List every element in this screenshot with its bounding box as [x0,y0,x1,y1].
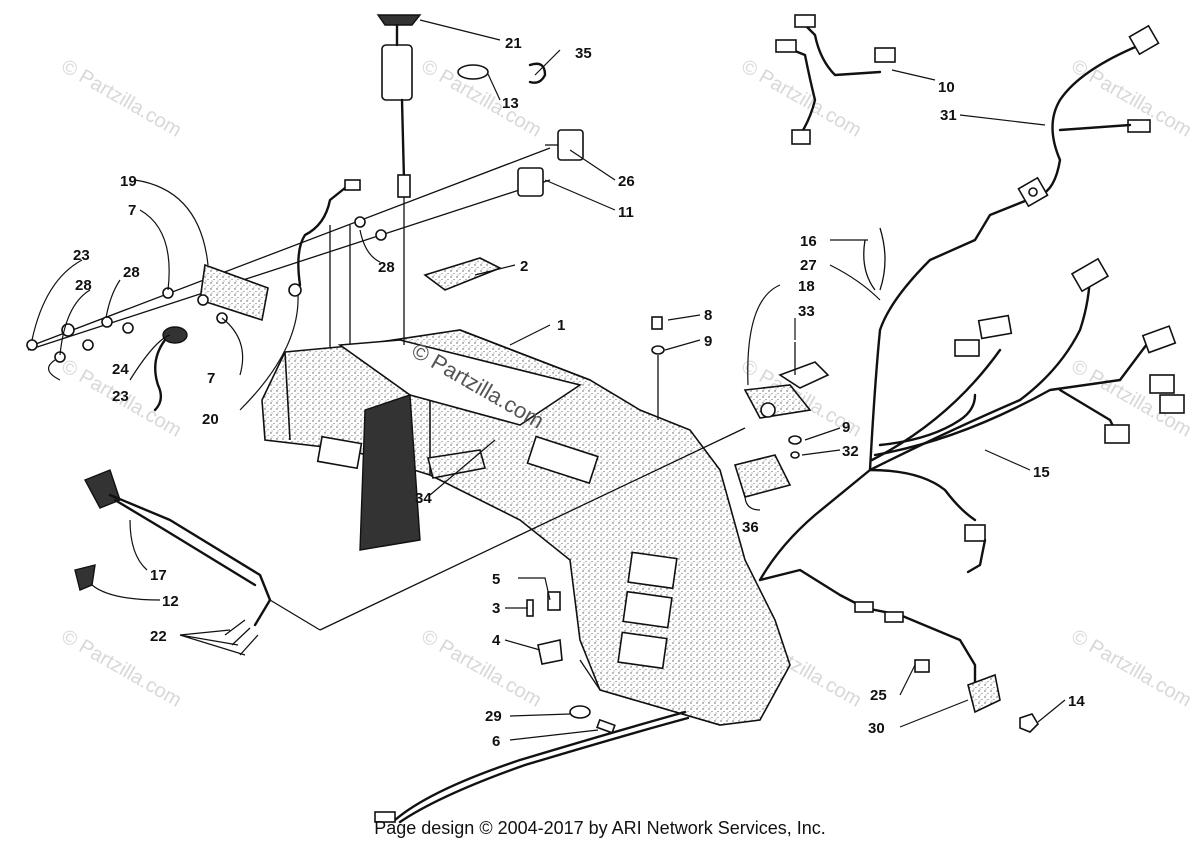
callout-6: 6 [492,733,500,750]
callouts: 21 35 13 26 11 19 7 23 28 28 28 24 7 23 … [73,35,1085,750]
watermark-text: © Partzilla.com [1068,625,1196,711]
key-switch-lead [153,326,188,412]
watermark-text: © Partzilla.com [738,55,866,141]
watermark-text: © Partzilla.com [58,55,186,141]
callout-24: 24 [112,361,129,378]
fastener-hardware [651,316,830,459]
callout-3: 3 [492,600,500,617]
callout-21: 21 [505,35,522,52]
callout-31: 31 [940,107,957,124]
callout-5: 5 [492,571,500,588]
callout-9-top: 9 [704,333,712,350]
callout-15: 15 [1033,464,1050,481]
callout-28-mid: 28 [123,264,140,281]
callout-4: 4 [492,632,501,649]
callout-36: 36 [742,519,759,536]
callout-29: 29 [485,708,502,725]
wiring-harness [758,14,1185,733]
callout-33: 33 [798,303,815,320]
callout-20: 20 [202,411,219,428]
callout-16: 16 [800,233,817,250]
callout-28-left: 28 [75,277,92,294]
lower-cable [374,710,690,824]
decal [427,449,487,479]
callout-35: 35 [575,45,592,62]
callout-13: 13 [502,95,519,112]
callout-23-bottom: 23 [112,388,129,405]
callout-23-top: 23 [73,247,90,264]
callout-14: 14 [1068,693,1085,710]
vent-grille [423,257,502,291]
callout-32: 32 [842,443,859,460]
callout-28-right: 28 [378,259,395,276]
callout-10: 10 [938,79,955,96]
callout-18: 18 [798,278,815,295]
callout-8: 8 [704,307,712,324]
page-footer: Page design © 2004-2017 by ARI Network S… [374,818,826,838]
callout-19: 19 [120,173,137,190]
callout-7-bottom: 7 [207,370,215,387]
callout-2: 2 [520,258,528,275]
callout-26: 26 [618,173,635,190]
choke-cable [376,14,547,345]
callout-17: 17 [150,567,167,584]
watermark-text: © Partzilla.com [418,625,546,711]
callout-30: 30 [868,720,885,737]
callout-12: 12 [162,593,179,610]
bracket-hardware [526,591,616,734]
throttle-switch-assembly [74,427,746,656]
foam-pad [733,454,792,498]
callout-27: 27 [800,257,817,274]
callout-22: 22 [150,628,167,645]
callout-9-bottom: 9 [842,419,850,436]
switches [517,129,584,197]
callout-34: 34 [415,490,432,507]
leader-lines [31,19,1066,741]
callout-7-top: 7 [128,202,136,219]
console-body [261,329,791,726]
callout-25: 25 [870,687,887,704]
left-hardware [26,179,387,363]
callout-1: 1 [557,317,565,334]
callout-11: 11 [618,204,634,221]
